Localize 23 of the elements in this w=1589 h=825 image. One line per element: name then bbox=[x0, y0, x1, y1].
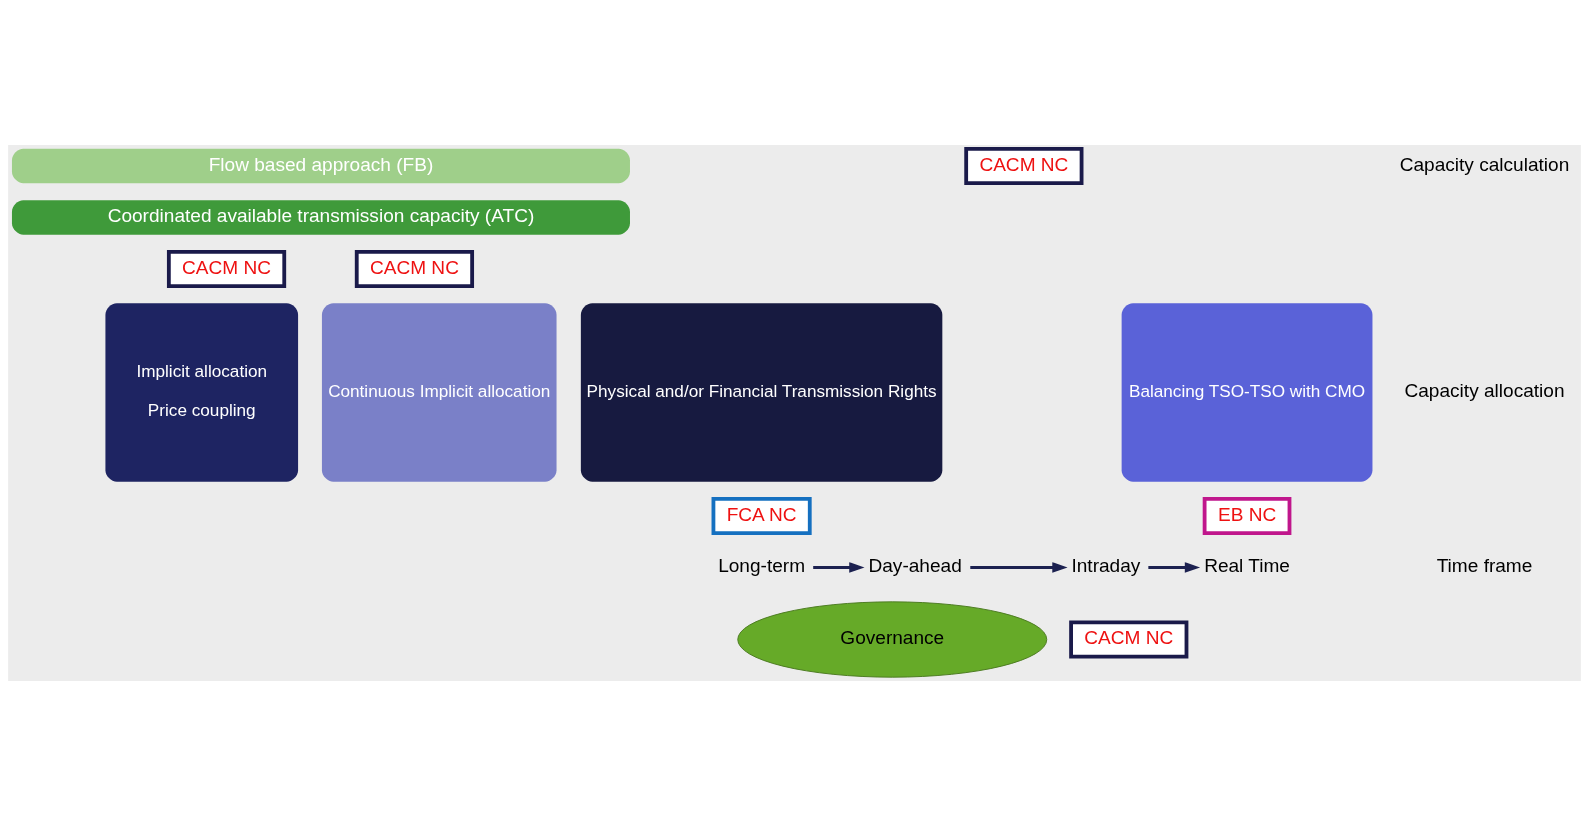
label: Capacity allocation bbox=[1404, 379, 1565, 401]
node-box: Implicit allocation Price coupling bbox=[105, 302, 299, 482]
label: Capacity calculation bbox=[1399, 153, 1570, 175]
node-box: Physical and/or Financial Transmission Rights bbox=[580, 302, 943, 482]
node-text: Real Time bbox=[1204, 554, 1290, 576]
node-ellipse: Governance bbox=[737, 600, 1048, 678]
arrow bbox=[1148, 561, 1201, 573]
node-box: Coordinated available transmission capacity (ATC) bbox=[11, 199, 630, 235]
node-box: Flow based approach (FB) bbox=[11, 148, 630, 183]
arrow bbox=[813, 561, 865, 573]
label: Time frame bbox=[1436, 554, 1533, 576]
node-text: Day-ahead bbox=[868, 554, 962, 576]
node-text: Intraday bbox=[1071, 554, 1141, 576]
node-box: Balancing TSO-TSO with CMO bbox=[1121, 302, 1373, 482]
node-box: EB NC bbox=[1202, 496, 1292, 535]
arrow bbox=[970, 561, 1068, 573]
node-box: Continuous Implicit allocation bbox=[321, 302, 557, 482]
node-box: CACM NC bbox=[1069, 619, 1189, 659]
node-box: CACM NC bbox=[166, 249, 287, 288]
node-box: FCA NC bbox=[711, 496, 812, 535]
node-box: CACM NC bbox=[354, 249, 475, 288]
node-text: Long-term bbox=[718, 554, 806, 576]
node-box: CACM NC bbox=[964, 146, 1084, 185]
